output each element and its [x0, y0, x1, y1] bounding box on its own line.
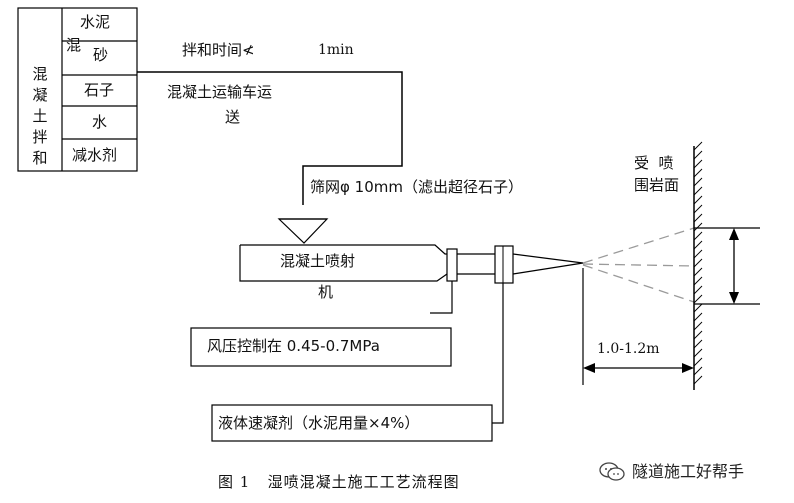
hatch-stroke	[693, 330, 703, 340]
hatch-stroke	[693, 276, 703, 286]
hatch-stroke	[693, 204, 703, 214]
watermark-text: 隧道施工好帮手	[632, 462, 745, 481]
hatch-stroke	[693, 231, 703, 241]
hatch-stroke	[693, 141, 703, 151]
accelerator-box	[211, 404, 493, 442]
accelerator-coupling	[494, 245, 514, 284]
hatch-stroke	[693, 186, 703, 196]
ingredient-gravel: 石子	[84, 81, 115, 99]
transport-line2: 送	[225, 108, 241, 126]
hatch-stroke	[693, 240, 703, 250]
air-pressure-label: 风压控制在 0.45-0.7MPa	[207, 337, 380, 355]
mix-side-label: 混凝土拌和	[32, 65, 48, 167]
wechat-icon	[599, 462, 625, 482]
figure-caption: 图 1 湿喷混凝土施工工艺流程图	[218, 473, 460, 491]
mix-table-border	[17, 7, 138, 172]
hatch-stroke	[693, 195, 703, 205]
hatch-stroke	[693, 168, 703, 178]
screen-label: 筛网φ 10mm（滤出超径石子）	[310, 178, 523, 196]
hatch-stroke	[693, 222, 703, 232]
hatch-stroke	[693, 150, 703, 160]
mixing-time-label: 拌和时间≮	[182, 41, 255, 59]
rock-face-label-line1: 受 喷	[634, 154, 674, 172]
air-coupling	[446, 248, 458, 282]
rock-face-label-line2: 围岩面	[634, 176, 680, 194]
hatch-stroke	[693, 249, 703, 259]
hatch-stroke	[693, 213, 703, 223]
hatch-stroke	[693, 312, 703, 322]
rock-face-hatch	[693, 141, 703, 385]
hatch-stroke	[693, 348, 703, 358]
sprayer-body	[240, 244, 447, 255]
distance-label: 1.0-1.2m	[597, 341, 660, 357]
hatch-stroke	[693, 294, 703, 304]
hatch-stroke	[693, 375, 703, 385]
spray-pattern	[582, 227, 695, 303]
air-pressure-box	[190, 327, 452, 367]
machine-label-line1: 混凝土喷射	[280, 252, 356, 270]
accelerator-line	[492, 283, 504, 424]
transport-line	[137, 71, 403, 205]
hatch-stroke	[693, 267, 703, 277]
air-line	[430, 281, 453, 314]
mix-between-label: 混	[66, 36, 82, 54]
ingredient-cement: 水泥	[80, 13, 111, 31]
ingredient-sand: 砂	[93, 46, 109, 64]
hatch-stroke	[693, 357, 703, 367]
hatch-stroke	[693, 366, 703, 376]
hatch-stroke	[693, 285, 703, 295]
hopper	[277, 218, 329, 244]
ingredient-water-reducer: 减水剂	[72, 146, 118, 164]
accelerator-label: 液体速凝剂（水泥用量×4%）	[218, 414, 420, 432]
hatch-stroke	[693, 159, 703, 169]
hatch-stroke	[693, 258, 703, 268]
mixing-time-value: 1min	[318, 42, 354, 58]
hatch-stroke	[693, 177, 703, 187]
machine-label-line2: 机	[318, 283, 334, 301]
ingredient-water: 水	[92, 113, 108, 131]
nozzle-cone	[512, 253, 584, 275]
hatch-stroke	[693, 339, 703, 349]
hatch-stroke	[693, 303, 703, 313]
hatch-stroke	[693, 321, 703, 331]
transport-line1: 混凝土运输车运	[167, 83, 273, 101]
